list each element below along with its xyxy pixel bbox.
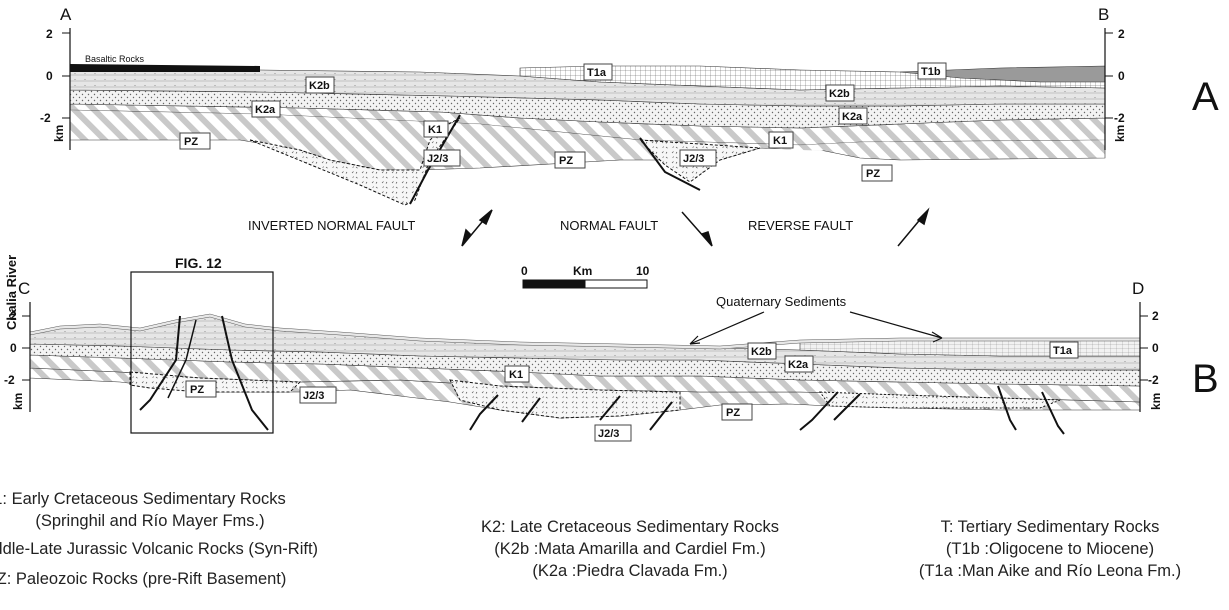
legend-t-line2: (T1b :Oligocene to Miocene): [880, 538, 1220, 560]
pz-label-right-b: PZ: [726, 407, 740, 419]
reverse-fault-symbol: [898, 210, 928, 246]
depth-unit-right-b: km: [1149, 393, 1163, 410]
j23-label-right-a: J2/3: [683, 153, 704, 165]
depth-tick-2-right-a: 2: [1118, 27, 1125, 41]
legend-k2-line1: K2: Late Cretaceous Sedimentary Rocks: [460, 516, 800, 538]
panel-letter-b: B: [1192, 357, 1219, 401]
inverted-normal-fault-label: INVERTED NORMAL FAULT: [248, 218, 415, 233]
endpoint-b: B: [1098, 5, 1109, 24]
legend-t-line3: (T1a :Man Aike and Río Leona Fm.): [880, 560, 1220, 582]
k1-label-right-a: K1: [773, 135, 787, 147]
depth-unit-left-a: km: [52, 125, 66, 142]
legend-j-line: Middle-Late Jurassic Volcanic Rocks (Syn…: [0, 538, 300, 560]
k2a-label-right-a: K2a: [842, 111, 863, 123]
legend-k2-line3: (K2a :Piedra Clavada Fm.): [460, 560, 800, 582]
j23-label-mid-b: J2/3: [598, 428, 619, 440]
depth-unit-right-a: km: [1113, 125, 1127, 142]
k1-label-left-a: K1: [428, 124, 442, 136]
scale-unit: Km: [573, 264, 592, 278]
scale-bar-black: [523, 280, 585, 288]
t1a-label-b: T1a: [1053, 345, 1073, 357]
depth-tick-0-left-b: 0: [10, 341, 17, 355]
k2b-label-left-a: K2b: [309, 80, 330, 92]
k2a-label-b: K2a: [788, 359, 809, 371]
endpoint-a: A: [60, 5, 72, 24]
endpoint-c: C: [18, 279, 30, 298]
quaternary-label: Quaternary Sediments: [716, 294, 847, 309]
legend-k2: K2: Late Cretaceous Sedimentary Rocks (K…: [460, 516, 800, 582]
depth-tick-m2-right-b: -2: [1148, 373, 1159, 387]
depth-tick-0-left-a: 0: [46, 69, 53, 83]
k2a-label-left-a: K2a: [255, 104, 276, 116]
depth-tick-m2-left-b: -2: [4, 373, 15, 387]
scale-start: 0: [521, 264, 528, 278]
k1-label-b: K1: [509, 369, 523, 381]
section-b: [22, 272, 1148, 434]
depth-tick-2-left-b: 2: [10, 309, 17, 323]
legend-k1-line1: K1: Early Cretaceous Sedimentary Rocks: [0, 488, 300, 510]
endpoint-d: D: [1132, 279, 1144, 298]
scale-end: 10: [636, 264, 650, 278]
fig12-label: FIG. 12: [175, 255, 222, 271]
reverse-fault-label: REVERSE FAULT: [748, 218, 853, 233]
quaternary-arrow-left: [690, 312, 764, 344]
depth-tick-2-right-b: 2: [1152, 309, 1159, 323]
depth-unit-left-b: km: [11, 393, 25, 410]
depth-tick-2-left-a: 2: [46, 27, 53, 41]
normal-fault-symbol: [682, 212, 712, 246]
j23-label-left-b: J2/3: [303, 390, 324, 402]
j23-label-left-a: J2/3: [427, 153, 448, 165]
t1a-label-a: T1a: [587, 67, 607, 79]
depth-tick-m2-left-a: -2: [40, 111, 51, 125]
scale-bar-white: [585, 280, 647, 288]
basaltic-rocks: [70, 64, 260, 72]
inverted-normal-fault-symbol: [462, 210, 492, 246]
section-a: [62, 28, 1113, 205]
legend-k1-line2: (Springhil and Río Mayer Fms.): [0, 510, 300, 532]
depth-tick-m2-right-a: -2: [1114, 111, 1125, 125]
pz-label-left-b: PZ: [190, 384, 204, 396]
t1b-label-a: T1b: [921, 66, 941, 78]
normal-fault-label: NORMAL FAULT: [560, 218, 658, 233]
quaternary-arrow-right: [850, 312, 942, 342]
panel-letter-a: A: [1192, 75, 1219, 119]
pz-label-left-a: PZ: [184, 136, 198, 148]
legend-k1-j-pz: K1: Early Cretaceous Sedimentary Rocks (…: [0, 488, 300, 590]
basaltic-label: Basaltic Rocks: [85, 54, 145, 64]
depth-tick-0-right-b: 0: [1152, 341, 1159, 355]
pz-label-mid-a: PZ: [559, 155, 573, 167]
legend-k2-line2: (K2b :Mata Amarilla and Cardiel Fm.): [460, 538, 800, 560]
k2b-label-b: K2b: [751, 346, 772, 358]
legend-t-line1: T: Tertiary Sedimentary Rocks: [880, 516, 1220, 538]
pz-label-right-a: PZ: [866, 168, 880, 180]
depth-tick-0-right-a: 0: [1118, 69, 1125, 83]
legend-pz-line: PZ: Paleozoic Rocks (pre-Rift Basement): [0, 568, 300, 590]
legend-t: T: Tertiary Sedimentary Rocks (T1b :Olig…: [880, 516, 1220, 582]
k2b-label-right-a: K2b: [829, 88, 850, 100]
